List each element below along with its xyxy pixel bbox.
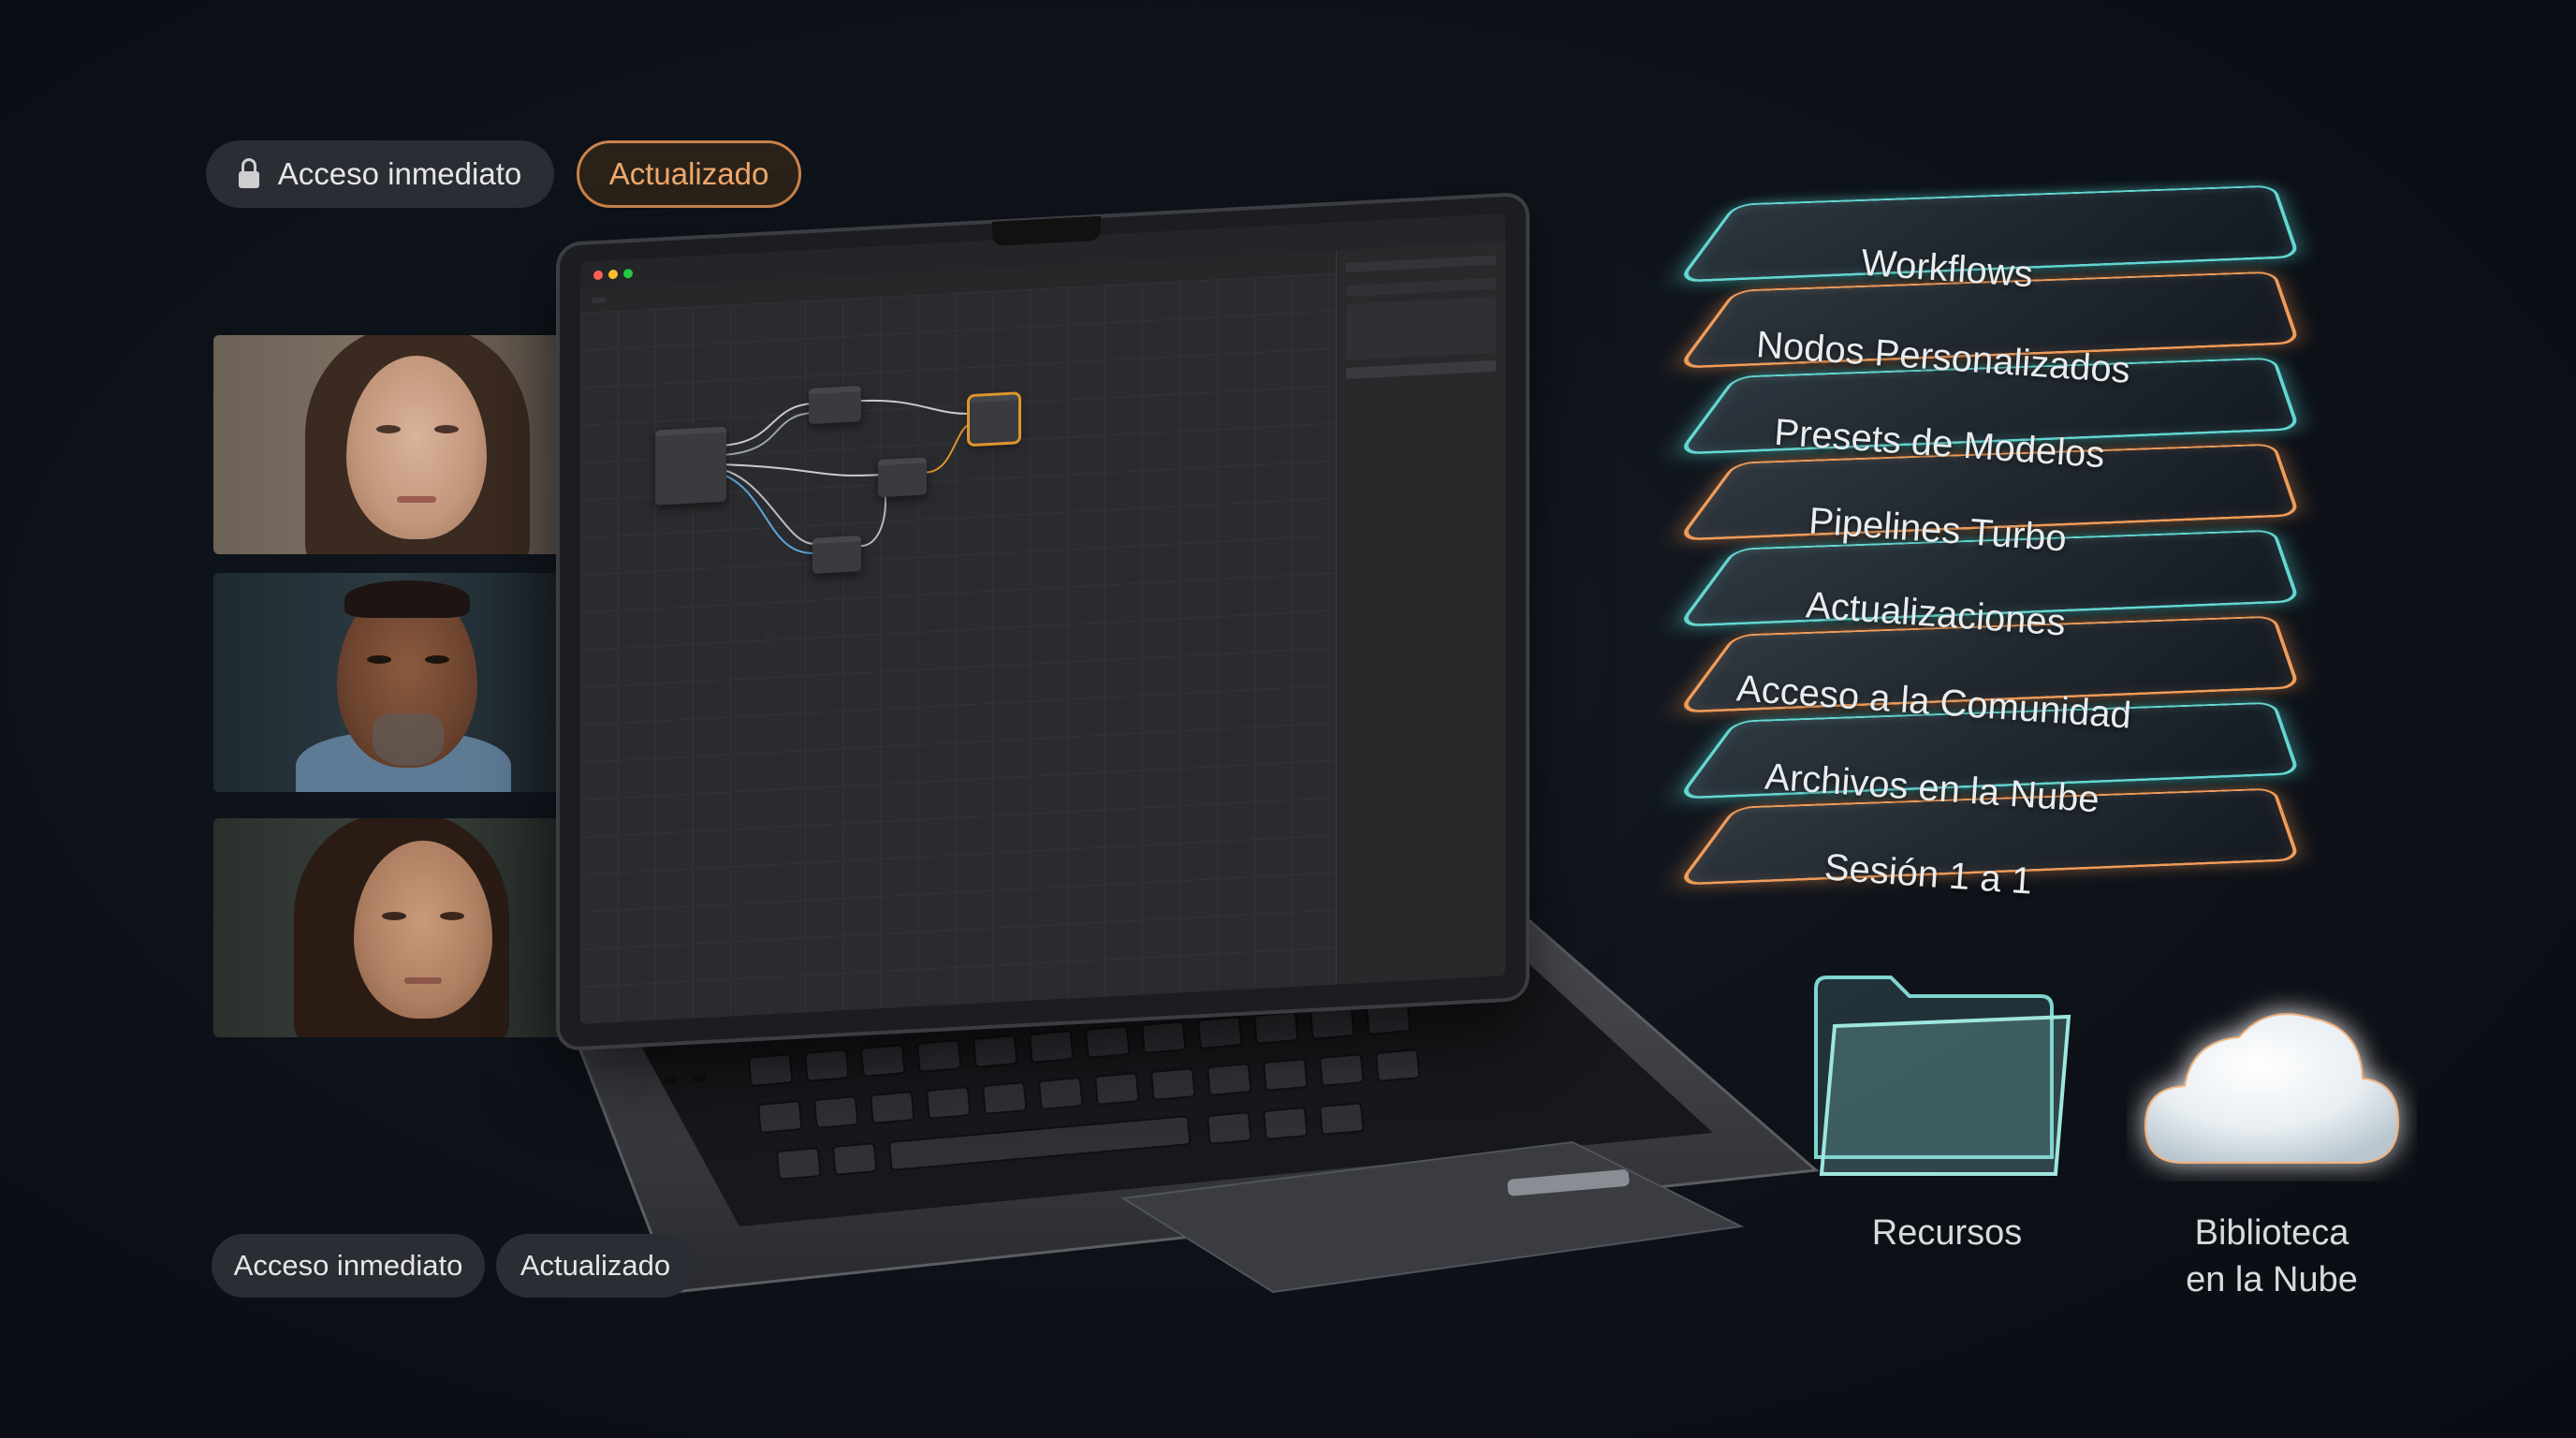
node-header [812,536,861,544]
properties-panel [1336,242,1505,984]
folder-icon [1807,970,2087,1185]
portrait-man [213,573,571,792]
graph-node-latent[interactable] [812,536,861,574]
panel-button[interactable] [1346,360,1496,379]
laptop-screen [560,196,1526,1048]
portrait-woman-2 [213,818,571,1037]
graph-node-encoder[interactable] [809,386,861,424]
badge-actualizado-bottom[interactable]: Actualizado [496,1234,695,1298]
node-header [970,394,1018,403]
biblioteca-line2: en la Nube [2127,1256,2417,1303]
badge-acceso-label: Acceso inmediato [278,156,521,192]
graph-node-output-selected[interactable] [970,394,1018,444]
badge-acceso-inmediato[interactable]: Acceso inmediato [206,140,554,208]
graph-node-loader[interactable] [655,427,726,506]
window-controls[interactable] [593,269,633,280]
graph-node-sampler[interactable] [878,457,927,497]
node-header [878,457,927,465]
badge-acceso-inmediato-bottom[interactable]: Acceso inmediato [212,1234,485,1298]
node-graph-canvas[interactable] [580,273,1337,1024]
badge-acceso-bottom-label: Acceso inmediato [234,1249,463,1283]
badge-actualizado-label: Actualizado [609,156,769,192]
recursos-label: Recursos [1807,1210,2087,1256]
lock-icon [239,171,259,188]
tab-active[interactable] [592,297,607,303]
cloud-icon [2127,985,2417,1181]
node-editor-app [580,213,1505,1024]
biblioteca-line1: Biblioteca [2127,1210,2417,1256]
badge-actualizado[interactable]: Actualizado [577,140,801,208]
portrait-woman-1 [213,335,571,554]
badge-actualizado-bottom-label: Actualizado [520,1249,670,1283]
biblioteca-label: Biblioteca en la Nube [2127,1210,2417,1303]
